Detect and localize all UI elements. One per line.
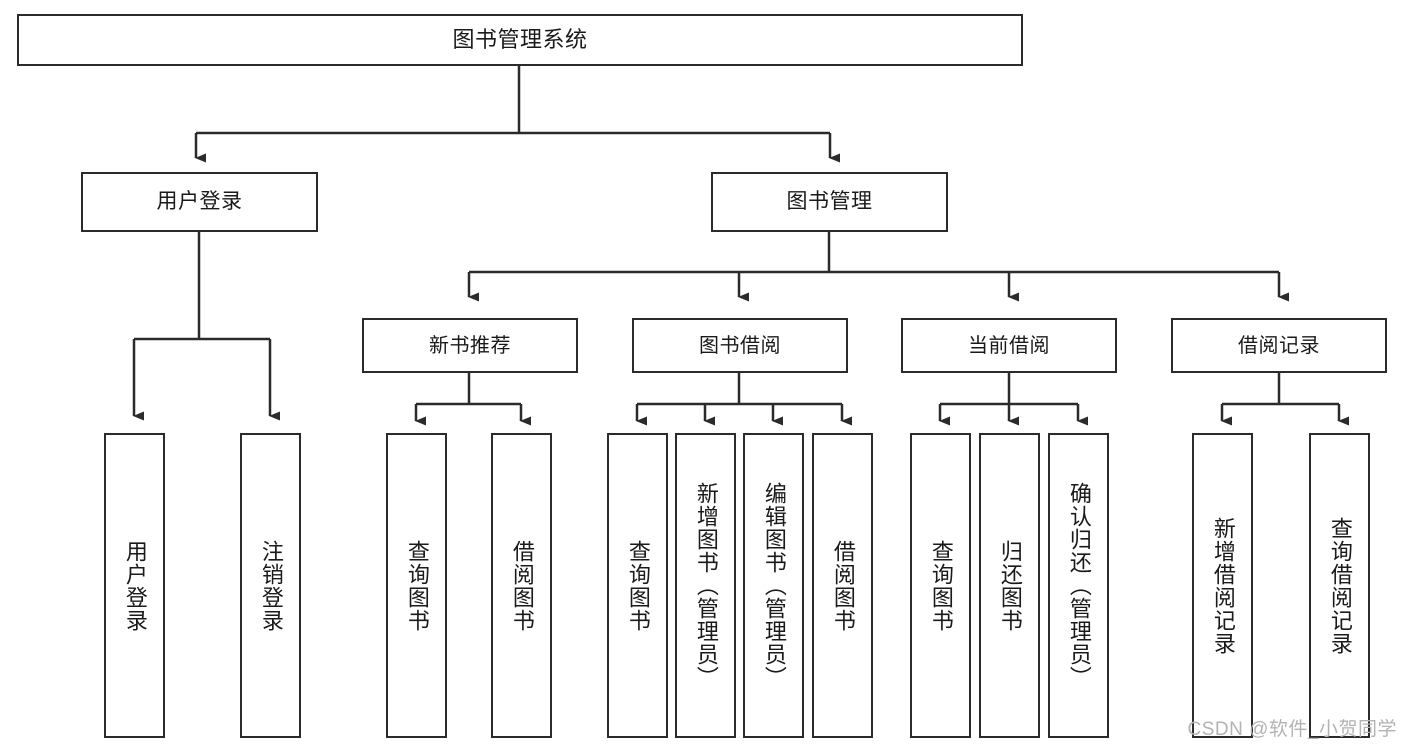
node-leaf-borrow-book-2-label: 借阅图书 (830, 539, 856, 632)
node-leaf-logout-login-label: 注销登录 (258, 539, 284, 632)
node-leaf-add-book[interactable]: 新增图书（管理员） (675, 433, 736, 738)
node-leaf-edit-book[interactable]: 编辑图书（管理员） (743, 433, 804, 738)
node-leaf-confirm-return[interactable]: 确认归还（管理员） (1048, 433, 1109, 738)
node-leaf-query-record-label: 查询借阅记录 (1327, 516, 1353, 655)
node-borrow-record-label: 借阅记录 (1238, 334, 1320, 357)
node-leaf-edit-book-label: 编辑图书（管理员） (761, 482, 787, 689)
node-leaf-user-login-label: 用户登录 (122, 539, 148, 632)
node-borrow-record[interactable]: 借阅记录 (1171, 318, 1387, 373)
node-new-book-recommend-label: 新书推荐 (429, 334, 511, 357)
node-leaf-confirm-return-label: 确认归还（管理员） (1066, 482, 1092, 689)
node-leaf-query-book-1-label: 查询图书 (404, 539, 430, 632)
node-leaf-borrow-book-1[interactable]: 借阅图书 (491, 433, 552, 738)
node-leaf-query-book-2[interactable]: 查询图书 (607, 433, 668, 738)
node-leaf-query-book-3[interactable]: 查询图书 (910, 433, 971, 738)
node-leaf-borrow-book-2[interactable]: 借阅图书 (812, 433, 873, 738)
node-current-borrow[interactable]: 当前借阅 (901, 318, 1117, 373)
node-leaf-logout-login[interactable]: 注销登录 (240, 433, 301, 738)
node-leaf-query-book-1[interactable]: 查询图书 (386, 433, 447, 738)
node-book-management[interactable]: 图书管理 (711, 172, 948, 232)
node-current-borrow-label: 当前借阅 (968, 334, 1050, 357)
node-user-login[interactable]: 用户登录 (81, 172, 318, 232)
node-leaf-borrow-book-1-label: 借阅图书 (509, 539, 535, 632)
node-root-label: 图书管理系统 (452, 26, 588, 52)
node-new-book-recommend[interactable]: 新书推荐 (362, 318, 578, 373)
node-leaf-return-book-label: 归还图书 (997, 539, 1023, 632)
node-leaf-add-record-label: 新增借阅记录 (1210, 516, 1236, 655)
node-leaf-add-book-label: 新增图书（管理员） (693, 482, 719, 689)
node-leaf-query-record[interactable]: 查询借阅记录 (1309, 433, 1370, 738)
node-leaf-user-login[interactable]: 用户登录 (104, 433, 165, 738)
node-root[interactable]: 图书管理系统 (17, 14, 1023, 66)
node-leaf-query-book-3-label: 查询图书 (928, 539, 954, 632)
node-book-borrow[interactable]: 图书借阅 (632, 318, 848, 373)
node-leaf-query-book-2-label: 查询图书 (625, 539, 651, 632)
node-leaf-return-book[interactable]: 归还图书 (979, 433, 1040, 738)
node-book-borrow-label: 图书借阅 (699, 334, 781, 357)
node-leaf-add-record[interactable]: 新增借阅记录 (1192, 433, 1253, 738)
node-user-login-label: 用户登录 (156, 190, 243, 214)
node-book-management-label: 图书管理 (786, 190, 873, 214)
